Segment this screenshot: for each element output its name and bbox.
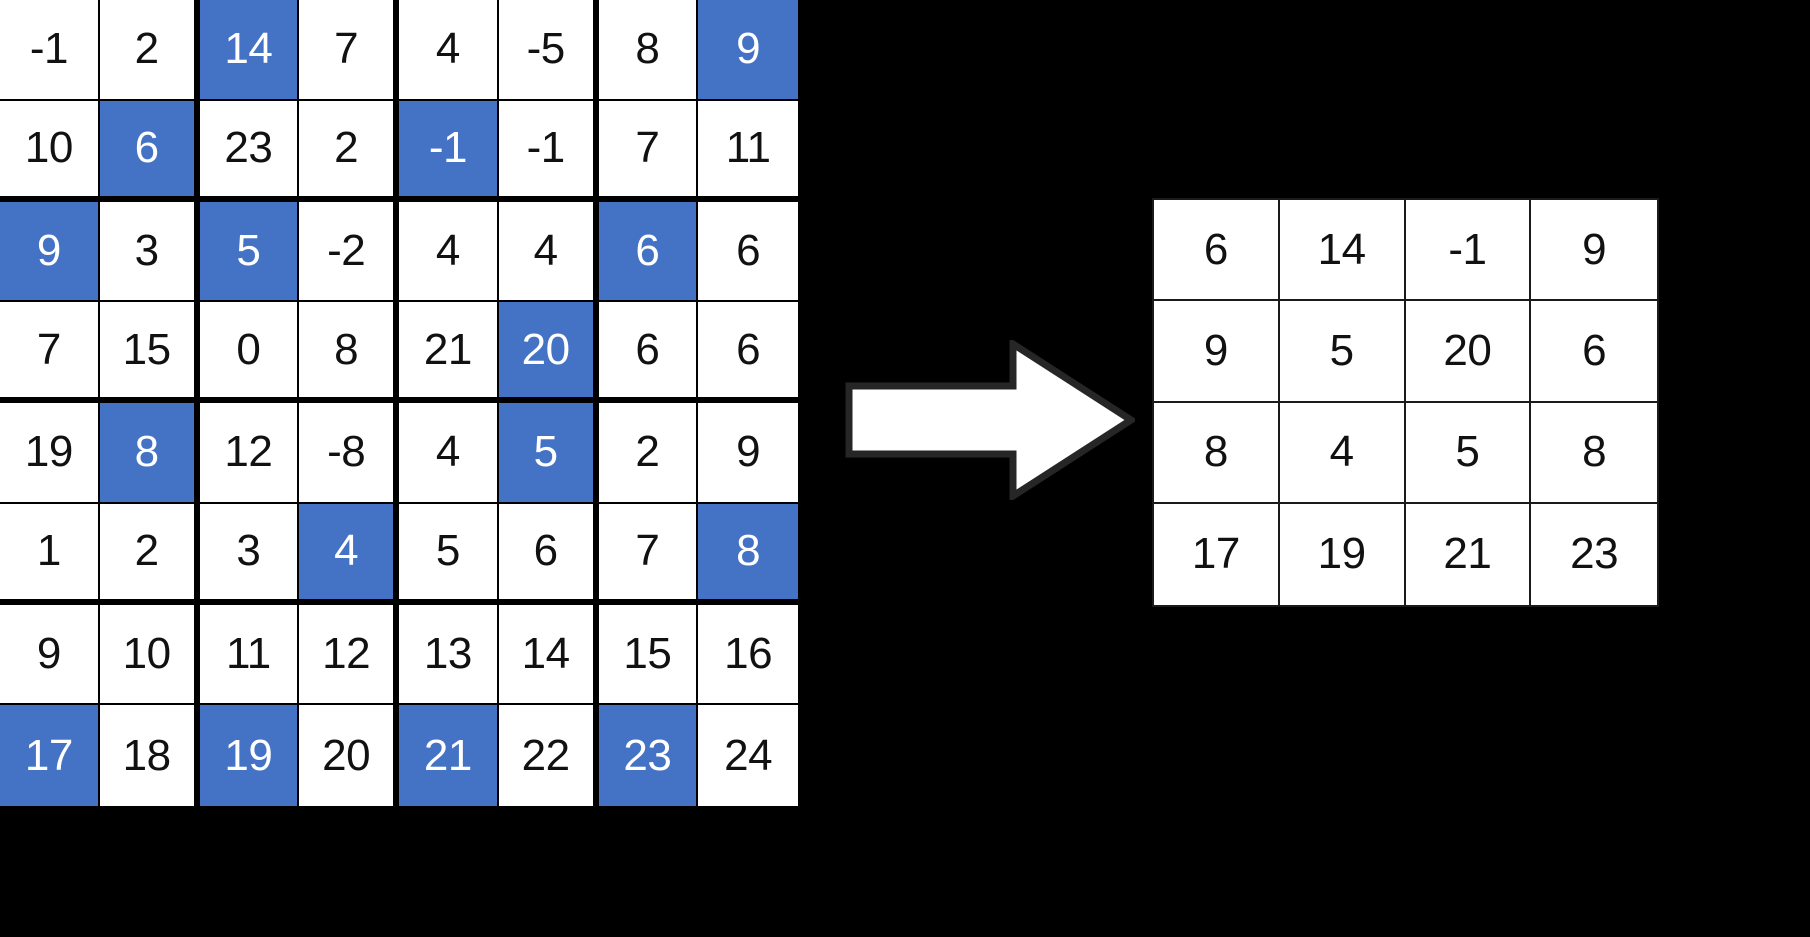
input-cell-r1-c1: -1 <box>0 0 100 101</box>
input-cell-r3-c6: 4 <box>498 201 599 303</box>
output-cell-r1-c1: 6 <box>1154 200 1280 302</box>
input-cell-r5-c6: 5 <box>498 403 599 504</box>
input-cell-r3-c4: -2 <box>299 201 399 303</box>
input-cell-r4-c7: 6 <box>598 302 699 403</box>
input-cell-r3-c5: 4 <box>399 201 499 303</box>
input-cell-r8-c1: 17 <box>0 705 100 806</box>
input-cell-r7-c2: 10 <box>99 604 200 706</box>
input-cell-r4-c3: 0 <box>199 302 300 403</box>
input-cell-r5-c8: 9 <box>698 403 798 504</box>
input-cell-r8-c3: 19 <box>199 705 300 806</box>
input-cell-r5-c4: -8 <box>299 403 399 504</box>
input-cell-r8-c8: 24 <box>698 705 798 806</box>
output-cell-r1-c2: 14 <box>1279 200 1406 302</box>
input-cell-r7-c5: 13 <box>399 604 499 706</box>
input-cell-r3-c8: 6 <box>698 201 798 303</box>
input-cell-r5-c2: 8 <box>99 403 200 504</box>
output-cell-r4-c2: 19 <box>1279 503 1406 605</box>
output-cell-r4-c3: 21 <box>1405 503 1532 605</box>
input-cell-r2-c4: 2 <box>299 100 399 202</box>
input-cell-r7-c6: 14 <box>498 604 599 706</box>
input-cell-r3-c2: 3 <box>99 201 200 303</box>
input-cell-r7-c4: 12 <box>299 604 399 706</box>
output-cell-r1-c4: 9 <box>1531 200 1657 302</box>
input-cell-r6-c7: 7 <box>598 503 699 605</box>
output-cell-r1-c3: -1 <box>1405 200 1532 302</box>
input-cell-r2-c7: 7 <box>598 100 699 202</box>
input-cell-r4-c6: 20 <box>498 302 599 403</box>
input-cell-r1-c4: 7 <box>299 0 399 101</box>
input-cell-r6-c4: 4 <box>299 503 399 605</box>
input-cell-r2-c1: 10 <box>0 100 100 202</box>
input-cell-r8-c2: 18 <box>99 705 200 806</box>
output-cell-r4-c4: 23 <box>1531 503 1657 605</box>
input-cell-r7-c3: 11 <box>199 604 300 706</box>
input-cell-r4-c1: 7 <box>0 302 100 403</box>
input-cell-r4-c4: 8 <box>299 302 399 403</box>
input-cell-r4-c2: 15 <box>99 302 200 403</box>
input-cell-r2-c8: 11 <box>698 100 798 202</box>
input-cell-r6-c8: 8 <box>698 503 798 605</box>
input-cell-r8-c6: 22 <box>498 705 599 806</box>
input-cell-r7-c8: 16 <box>698 604 798 706</box>
input-cell-r3-c3: 5 <box>199 201 300 303</box>
output-cell-r4-c1: 17 <box>1154 503 1280 605</box>
input-cell-r2-c5: -1 <box>399 100 499 202</box>
input-cell-r4-c5: 21 <box>399 302 499 403</box>
input-cell-r8-c4: 20 <box>299 705 399 806</box>
input-cell-r5-c3: 12 <box>199 403 300 504</box>
input-cell-r6-c1: 1 <box>0 503 100 605</box>
input-cell-r6-c6: 6 <box>498 503 599 605</box>
right-arrow-icon <box>845 337 1138 503</box>
input-cell-r2-c6: -1 <box>498 100 599 202</box>
output-cell-r2-c1: 9 <box>1154 301 1280 403</box>
output-cell-r3-c1: 8 <box>1154 402 1280 504</box>
input-cell-r7-c1: 9 <box>0 604 100 706</box>
input-cell-r2-c2: 6 <box>99 100 200 202</box>
input-cell-r6-c2: 2 <box>99 503 200 605</box>
input-cell-r3-c7: 6 <box>598 201 699 303</box>
output-cell-r2-c2: 5 <box>1279 301 1406 403</box>
input-cell-r5-c5: 4 <box>399 403 499 504</box>
input-cell-r8-c7: 23 <box>598 705 699 806</box>
right-arrow-svg <box>845 337 1138 503</box>
input-cell-r1-c6: -5 <box>498 0 599 101</box>
output-cell-r2-c4: 6 <box>1531 301 1657 403</box>
output-cell-r3-c4: 8 <box>1531 402 1657 504</box>
input-cell-r1-c8: 9 <box>698 0 798 101</box>
input-cell-r1-c3: 14 <box>199 0 300 101</box>
input-cell-r5-c7: 2 <box>598 403 699 504</box>
input-cell-r6-c5: 5 <box>399 503 499 605</box>
output-cell-r2-c3: 20 <box>1405 301 1532 403</box>
input-cell-r7-c7: 15 <box>598 604 699 706</box>
input-cell-r1-c2: 2 <box>99 0 200 101</box>
input-cell-r1-c7: 8 <box>598 0 699 101</box>
output-cell-r3-c3: 5 <box>1405 402 1532 504</box>
output-cell-r3-c2: 4 <box>1279 402 1406 504</box>
input-cell-r1-c5: 4 <box>399 0 499 101</box>
input-cell-r3-c1: 9 <box>0 201 100 303</box>
input-cell-r8-c5: 21 <box>399 705 499 806</box>
input-cell-r6-c3: 3 <box>199 503 300 605</box>
arrow-shape <box>845 337 1138 503</box>
input-cell-r2-c3: 23 <box>199 100 300 202</box>
input-cell-r5-c1: 19 <box>0 403 100 504</box>
input-cell-r4-c8: 6 <box>698 302 798 403</box>
